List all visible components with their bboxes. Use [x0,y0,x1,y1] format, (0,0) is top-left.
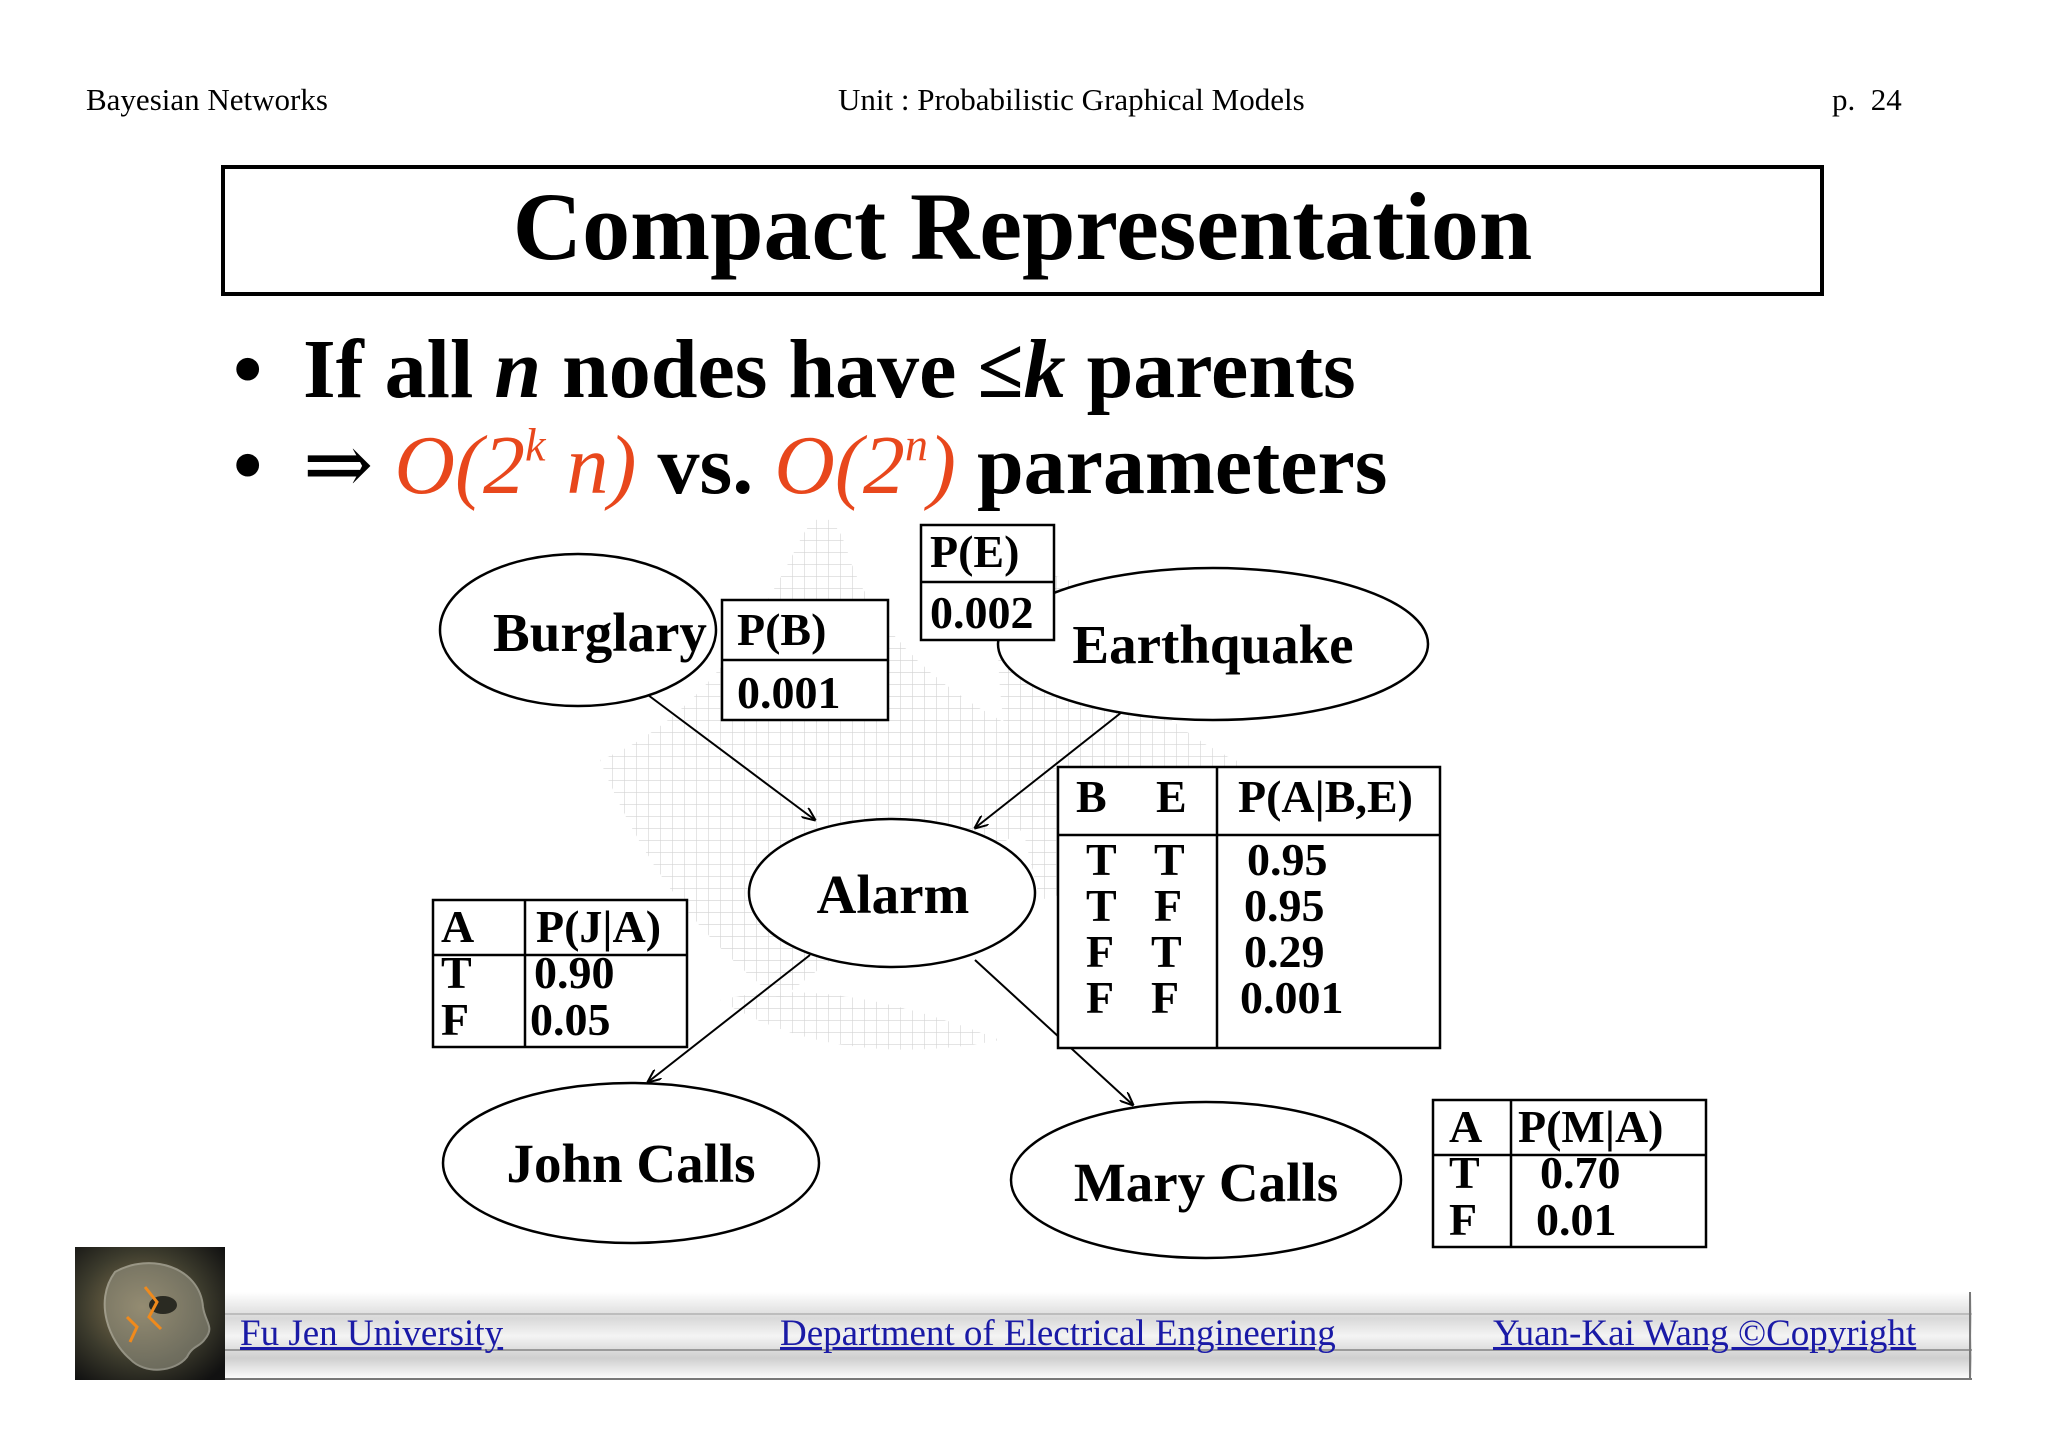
cpt-m-header-p: P(M|A) [1518,1101,1664,1152]
bullet-1: •If all n nodes have ≤k parents [233,323,1356,416]
node-john-calls [441,1081,821,1245]
svg-text:F: F [1086,926,1114,977]
node-john-label: John Calls [506,1133,755,1194]
node-earthquake [996,566,1430,722]
cpt-mary: A P(M|A) T 0.70 F 0.01 [1431,1098,1708,1249]
svg-text:0.95: 0.95 [1247,834,1328,885]
node-alarm [747,817,1037,969]
cpt-b-header: P(B) [737,604,826,655]
svg-text:0.90: 0.90 [534,947,615,998]
cpt-m-header-a: A [1449,1101,1482,1152]
svg-text:T: T [1449,1147,1480,1198]
svg-text:0.70: 0.70 [1540,1147,1621,1198]
cpt-e-header: P(E) [930,526,1019,577]
node-alarm-label: Alarm [817,864,970,925]
svg-text:F: F [441,994,469,1045]
footer-department-link[interactable]: Department of Electrical Engineering [780,1313,1336,1354]
svg-text:T: T [1086,880,1117,931]
header-course: Bayesian Networks [86,82,328,117]
page-number: 24 [1870,82,1902,117]
cpt-a-header-p: P(A|B,E) [1238,771,1413,822]
cpt-e-value: 0.002 [930,587,1034,638]
bullet-dot: • [233,323,263,416]
cpt-j-header-a: A [441,901,474,952]
cpt-john: A P(J|A) T 0.90 F 0.05 [431,898,689,1049]
cpt-earthquake: P(E) 0.002 [919,523,1056,642]
implies-arrow: ⇒ [303,419,374,512]
cpt-a-header-b: B [1076,771,1107,822]
cpt-j-row: T 0.90 [441,947,615,998]
svg-text:0.01: 0.01 [1536,1194,1617,1245]
svg-text:0.05: 0.05 [530,994,611,1045]
cpt-a-row: F T 0.29 [1086,926,1325,977]
node-burglary-label: Burglary [493,602,707,663]
cpt-m-row: F 0.01 [1449,1194,1617,1245]
svg-text:0.29: 0.29 [1244,926,1325,977]
node-burglary [438,552,718,708]
edge-alarm-john [648,954,811,1082]
svg-text:0.95: 0.95 [1244,880,1325,931]
cpt-j-row: F 0.05 [441,994,611,1045]
svg-text:F: F [1151,972,1179,1023]
cpt-m-row: T 0.70 [1449,1147,1621,1198]
header-page: p. 24 [1832,80,1902,120]
svg-text:T: T [1154,834,1185,885]
svg-text:F: F [1154,880,1182,931]
svg-text:F: F [1086,972,1114,1023]
svg-text:0.001: 0.001 [1240,972,1344,1023]
slide-title: Compact Representation [512,172,1533,280]
svg-text:T: T [441,947,472,998]
cpt-burglary: P(B) 0.001 [720,598,890,722]
bullet-dot: • [233,419,263,512]
edge-burglary-alarm [647,694,815,820]
svg-text:T: T [1151,926,1182,977]
cpt-a-row: F F 0.001 [1086,972,1344,1023]
page-prefix: p. [1832,82,1856,117]
cpt-j-header-p: P(J|A) [536,901,661,952]
cpt-a-row: T T 0.95 [1086,834,1328,885]
title-box: Compact Representation [221,165,1824,296]
cpt-b-value: 0.001 [737,667,841,718]
node-mary-label: Mary Calls [1074,1152,1338,1213]
cpt-a-row: T F 0.95 [1086,880,1325,931]
node-earthquake-label: Earthquake [1072,614,1353,675]
complexity-full: O(2n) [774,419,956,512]
svg-text:F: F [1449,1194,1477,1245]
header-unit: Unit : Probabilistic Graphical Models [838,82,1305,117]
edge-earthquake-alarm [975,711,1123,828]
bullet-2: •⇒ O(2k n) vs. O(2n) parameters [233,419,1388,512]
cpt-a-header-e: E [1156,771,1187,822]
cpt-alarm: B E P(A|B,E) T T 0.95 T F 0.95 F T 0.29 … [1056,765,1442,1050]
node-mary-calls [1009,1100,1403,1260]
edge-alarm-mary [974,959,1133,1105]
footer-copyright-link[interactable]: Yuan-Kai Wang ©Copyright [1493,1313,1917,1354]
footer-university-link[interactable]: Fu Jen University [240,1313,504,1354]
complexity-compact: O(2k n) [394,419,637,512]
head-xray-logo [75,1247,225,1380]
svg-text:T: T [1086,834,1117,885]
footer-band [225,1292,1972,1380]
